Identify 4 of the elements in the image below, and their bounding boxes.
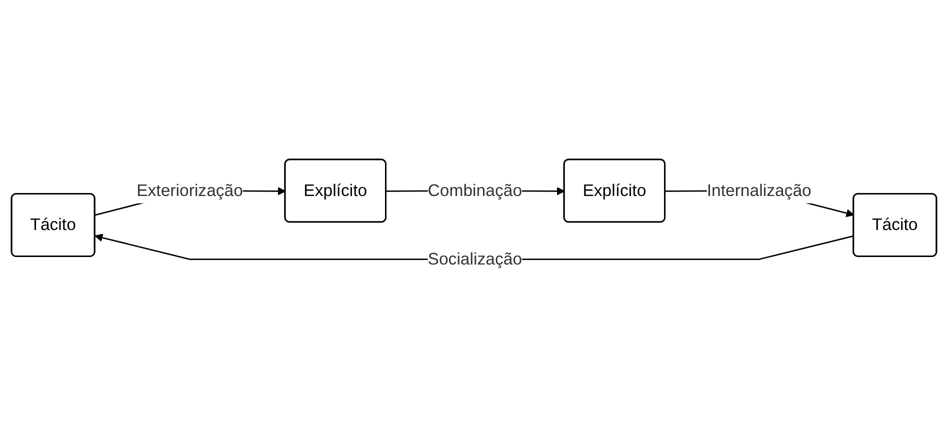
- edge-label: Socialização: [428, 250, 522, 268]
- edge-label: Combinação: [428, 181, 522, 200]
- edge-label: Internalização: [706, 181, 812, 200]
- edge-label: Exteriorização: [136, 181, 243, 200]
